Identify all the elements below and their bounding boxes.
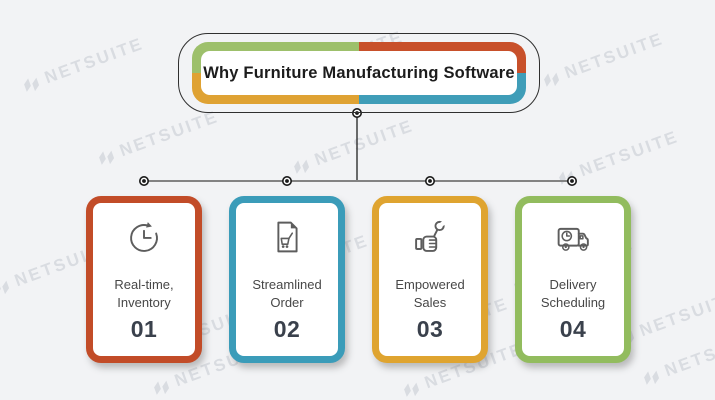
card-label-line1: Empowered (395, 277, 465, 292)
card-empowered-sales: Empowered Sales 03 (372, 196, 488, 363)
card-label-line1: Delivery (549, 277, 597, 292)
card-label-line2: Order (270, 295, 304, 310)
netsuite-watermark: NETSUITE (400, 339, 526, 400)
netsuite-watermark: NETSUITE (0, 237, 117, 299)
card-delivery-scheduling: Delivery Scheduling 04 (515, 196, 631, 363)
card-number: 03 (416, 316, 444, 342)
card3-node-icon (424, 176, 436, 186)
card-number: 02 (273, 316, 301, 342)
netsuite-watermark: NETSUITE (540, 29, 666, 91)
order-document-cart-icon (264, 214, 310, 260)
delivery-truck-clock-icon (550, 214, 596, 260)
card-label-line2: Inventory (117, 295, 171, 310)
netsuite-watermark: NETSUITE (150, 337, 276, 399)
card-number: 01 (130, 316, 158, 342)
page-title: Why Furniture Manufacturing Software (203, 63, 515, 82)
card-label: Real-time, Inventory (114, 276, 173, 312)
card-label: Delivery Scheduling (541, 276, 605, 312)
card4-node-icon (566, 176, 578, 186)
netsuite-watermark: NETSUITE (640, 327, 715, 389)
realtime-clock-icon (121, 214, 167, 260)
card-label-line1: Streamlined (252, 277, 322, 292)
card1-node-icon (139, 176, 149, 186)
netsuite-watermark: NETSUITE (20, 34, 146, 96)
card-label: Streamlined Order (252, 276, 321, 312)
header-outline: Why Furniture Manufacturing Software (178, 33, 540, 113)
hand-holding-wrench-icon (407, 214, 453, 260)
card-label: Empowered Sales (395, 276, 464, 312)
card-label-line1: Real-time, (114, 277, 174, 292)
header-title-panel: Why Furniture Manufacturing Software (201, 51, 517, 95)
header-color-band: Why Furniture Manufacturing Software (192, 42, 526, 104)
card-real-time-inventory: Real-time, Inventory 01 (86, 196, 202, 363)
card-number: 04 (559, 316, 587, 342)
card-streamlined-order: Streamlined Order 02 (229, 196, 345, 363)
netsuite-watermark: NETSUITE (290, 116, 416, 178)
card-label-line2: Sales (413, 295, 447, 310)
netsuite-watermark: NETSUITE (95, 107, 221, 169)
card-label-line2: Scheduling (540, 295, 606, 310)
card2-node-icon (281, 176, 293, 186)
